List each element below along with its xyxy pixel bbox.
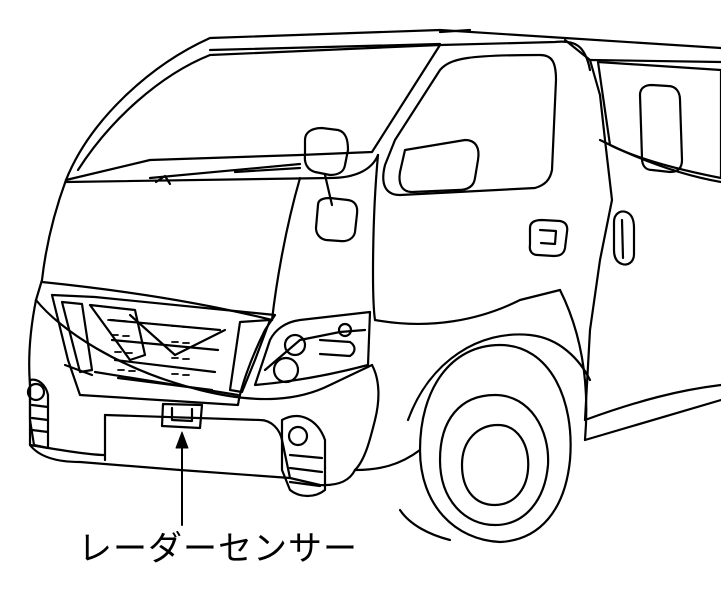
door-mirror (398, 138, 480, 194)
door-window (382, 53, 558, 197)
radar-sensor-icon (160, 402, 204, 430)
callout-arrowhead-icon (175, 431, 189, 449)
rear-window (596, 60, 721, 180)
hood (34, 153, 380, 322)
windshield (64, 28, 721, 182)
grille-dashes (107, 319, 190, 376)
front-mirror-icon (303, 126, 359, 243)
front-wheel (398, 333, 592, 544)
rear-body (583, 383, 721, 422)
front-grille (50, 293, 277, 407)
door-handle-icon (528, 218, 569, 258)
headlight (253, 310, 372, 387)
side-panel (371, 38, 721, 442)
slide-door-handle-icon (612, 210, 636, 266)
radar-sensor-label: レーダーセンサー (78, 529, 358, 569)
fog-light-right (280, 414, 327, 498)
fog-light-left (26, 378, 50, 450)
